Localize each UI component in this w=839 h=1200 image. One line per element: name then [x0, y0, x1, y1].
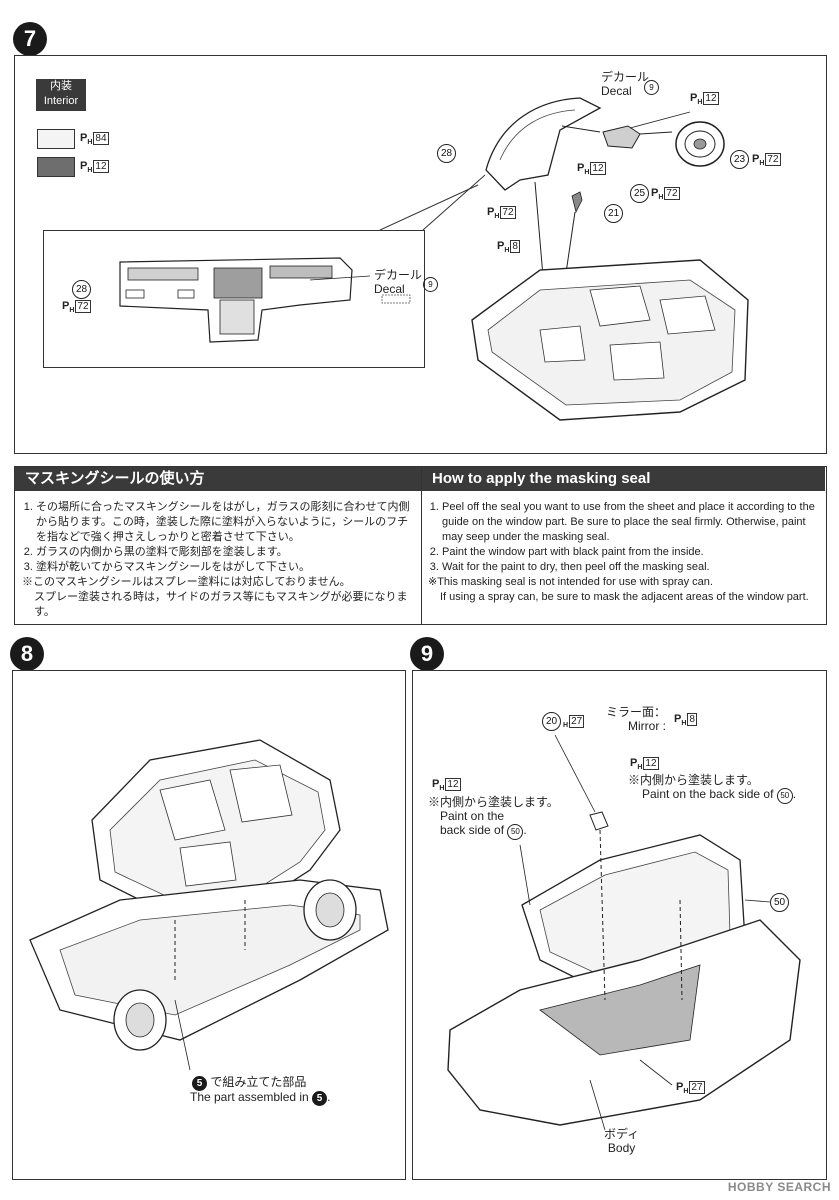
body-label-jp: ボディ — [604, 1127, 640, 1141]
inside-paint-left-en-2: back side of 50. — [428, 823, 559, 840]
step-8-badge: 8 — [10, 637, 44, 671]
watermark: HOBBY SEARCH — [727, 1180, 831, 1194]
paint-legend-dark — [37, 157, 75, 177]
body-label-en: Body — [607, 1141, 636, 1155]
mirror-label-jp: ミラー面： — [606, 705, 667, 719]
interior-label: 内装 Interior — [36, 79, 86, 111]
step-8-caption-en: The part assembled in — [190, 1090, 309, 1104]
interior-label-jp: 内装 — [50, 80, 72, 92]
masking-title-jp: マスキングシールの使い方 — [15, 467, 421, 491]
masking-divider — [421, 466, 422, 624]
decal-label-detail: デカール Decal — [374, 268, 422, 296]
step-8-caption-jp-row: 5 で組み立てた部品 — [192, 1075, 306, 1091]
part-21-marker: 21 — [604, 204, 623, 223]
decal-detail-en: Decal — [374, 282, 405, 296]
masking-body-jp: その場所に合ったマスキングシールをはがし，ガラスの彫刻に合わせて内側から貼ります… — [22, 500, 414, 620]
part-23-marker: 23 — [730, 150, 749, 169]
decal-detail-jp: デカール — [374, 268, 423, 282]
part-28-marker: 28 — [437, 144, 456, 163]
decal-label-jp: デカール — [601, 70, 650, 84]
step-7-badge: 7 — [13, 22, 47, 56]
inside-paint-right-jp: ※内側から塗装します。 — [628, 773, 759, 787]
masking-frame — [14, 466, 827, 625]
mirror-label-en: Mirror : — [628, 719, 667, 733]
step-8-caption-en-row: The part assembled in 5. — [190, 1090, 331, 1106]
decal-detail-number: 9 — [423, 277, 438, 292]
masking-en-item-1: Peel off the seal you want to use from t… — [442, 500, 820, 545]
ref-5-marker: 5 — [192, 1076, 207, 1091]
step-8-caption-jp: で組み立てた部品 — [210, 1075, 307, 1089]
part-20-marker: 20 — [542, 712, 561, 731]
inside-paint-note-left: ※内側から塗装します。 Paint on the back side of 50… — [428, 795, 559, 840]
step-8-illustration — [29, 739, 389, 1071]
masking-jp-note-2: スプレー塗装される時は，サイドのガラス等にもマスキングが必要になります。 — [34, 591, 408, 618]
body-label: ボディ Body — [604, 1127, 639, 1155]
mirror-label: ミラー面： Mirror : — [606, 705, 666, 733]
interior-label-en: Interior — [43, 95, 79, 107]
masking-jp-note-1: ※このマスキングシールはスプレー塗料には対応しておりません。 — [22, 576, 351, 588]
decal-label-main: デカール Decal — [601, 70, 649, 98]
masking-jp-item-2: ガラスの内側から黒の塗料で彫刻部を塗装します。 — [36, 545, 414, 560]
masking-en-note-1: ※This masking seal is not intended for u… — [428, 576, 713, 588]
inside-paint-left-jp: ※内側から塗装します。 — [428, 795, 559, 809]
part-50-marker: 50 — [770, 893, 789, 912]
masking-en-note-2: If using a spray can, be sure to mask th… — [440, 591, 809, 603]
masking-jp-item-1: その場所に合ったマスキングシールをはがし，ガラスの彫刻に合わせて内側から貼ります… — [36, 500, 414, 545]
ref-5-marker-en: 5 — [312, 1091, 328, 1106]
dashboard-detail-box — [43, 230, 425, 368]
masking-en-item-2: Paint the window part with black paint f… — [442, 545, 820, 560]
part-50-ref-left: 50 — [507, 823, 524, 840]
paint-legend-light — [37, 129, 75, 149]
inside-paint-right-en: Paint on the back side of 50. — [628, 787, 796, 804]
step-9-badge: 9 — [410, 637, 444, 671]
inside-paint-left-en-1: Paint on the — [440, 809, 505, 823]
decal-number: 9 — [644, 80, 659, 95]
masking-jp-item-3: 塗料が乾いてからマスキングシールをはがして下さい。 — [36, 560, 414, 575]
decal-label-en: Decal — [601, 84, 632, 98]
part-50-ref-right: 50 — [776, 787, 793, 804]
step-9-illustration — [447, 734, 801, 1131]
masking-title-en: How to apply the masking seal — [422, 467, 825, 491]
inside-paint-note-right: ※内側から塗装します。 Paint on the back side of 50… — [628, 773, 796, 804]
part-25-marker: 25 — [630, 184, 649, 203]
step-7-illustration — [119, 97, 749, 421]
part-28-detail-marker: 28 — [72, 280, 91, 299]
step-8-caption: 5 で組み立てた部品 — [192, 1075, 306, 1091]
masking-body-en: Peel off the seal you want to use from t… — [428, 500, 820, 605]
masking-en-item-3: Wait for the paint to dry, then peel off… — [442, 560, 820, 575]
